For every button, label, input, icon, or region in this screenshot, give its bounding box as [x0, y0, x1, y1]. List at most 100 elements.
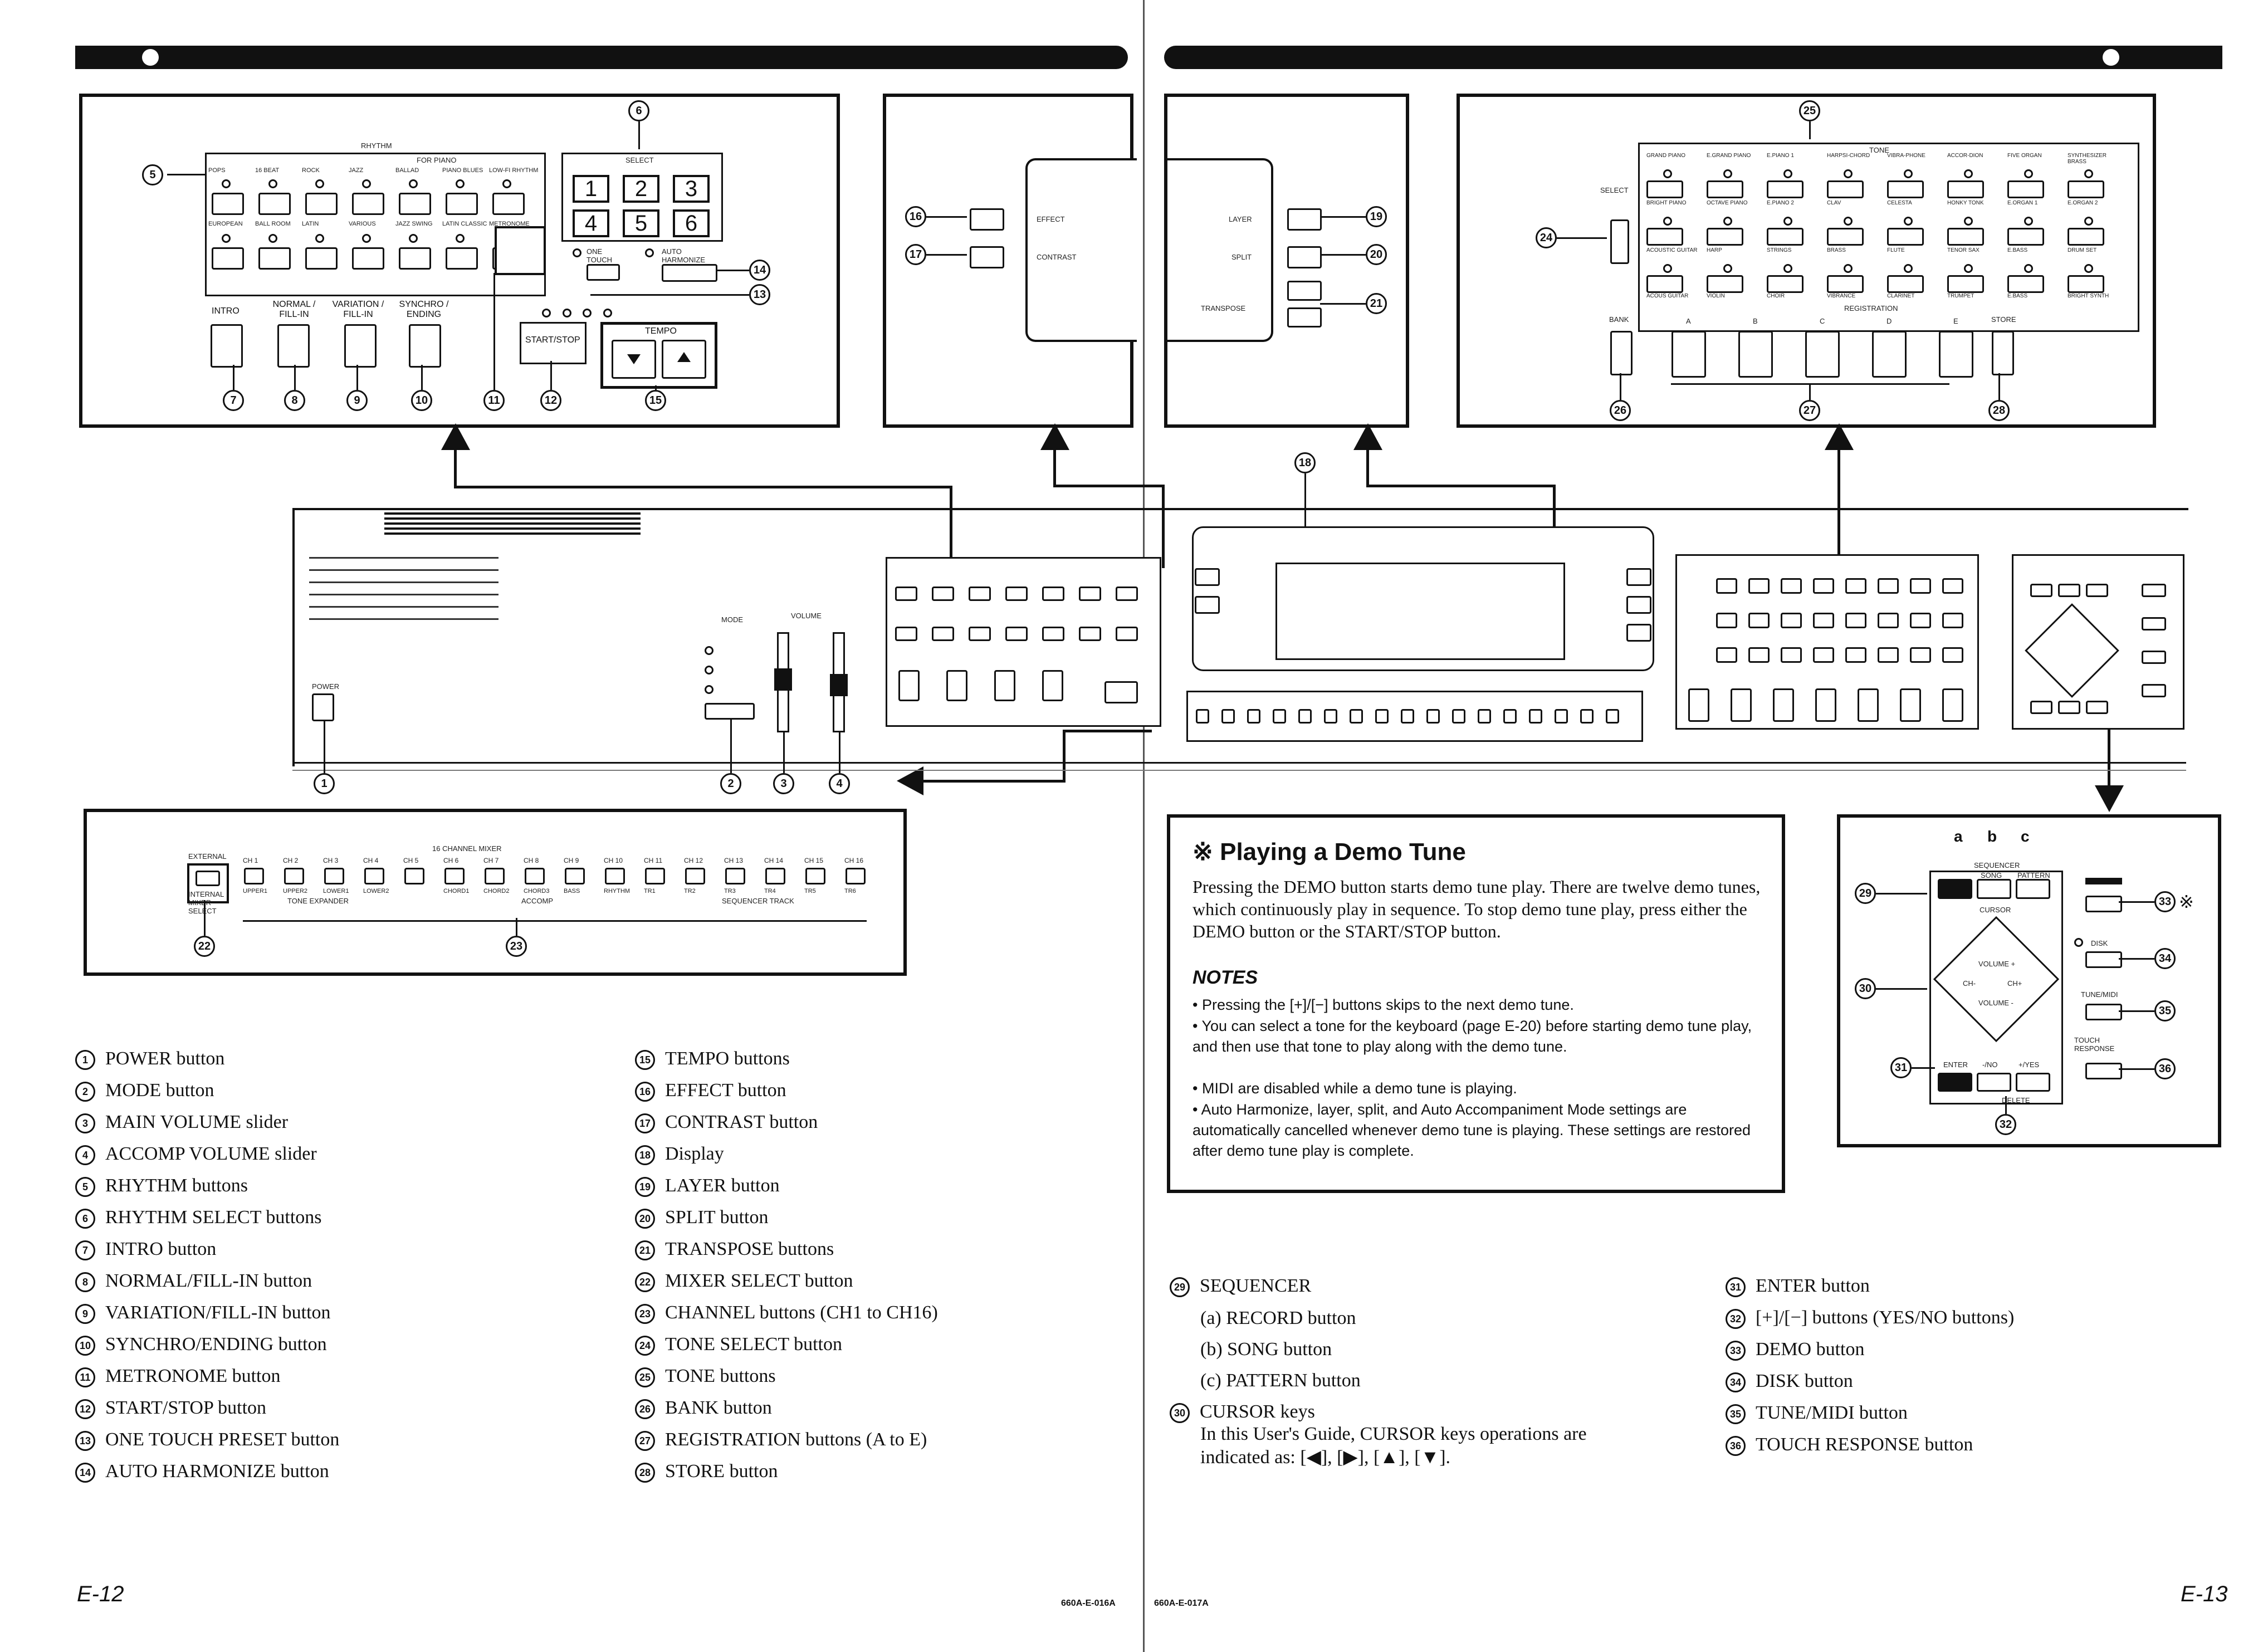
mini-reg-6[interactable] — [1942, 688, 1963, 722]
mini-channel-10[interactable] — [1452, 709, 1465, 724]
channel-button-12[interactable] — [725, 868, 745, 884]
mini-tone-1-5[interactable] — [1878, 613, 1899, 628]
mini-effect-button[interactable] — [1195, 568, 1220, 586]
mini-channel-7[interactable] — [1375, 709, 1389, 724]
mini-rhythm-btn-0-0[interactable] — [895, 586, 917, 601]
tone-button-r0-1[interactable] — [1707, 180, 1743, 198]
mini-channel-12[interactable] — [1503, 709, 1517, 724]
variation-fill-in-button[interactable] — [344, 324, 377, 368]
channel-button-8[interactable] — [565, 868, 585, 884]
channel-button-0[interactable] — [244, 868, 264, 884]
mini-tone-1-6[interactable] — [1910, 613, 1931, 628]
tone-button-r2-0[interactable] — [1646, 275, 1683, 293]
registration-button-0[interactable] — [1671, 331, 1706, 378]
mini-contrast-button[interactable] — [1195, 596, 1220, 614]
mini-rhythm-btn-0-1[interactable] — [932, 586, 954, 601]
mini-channel-4[interactable] — [1298, 709, 1312, 724]
mini-rhythm-btn-1-2[interactable] — [969, 627, 991, 641]
registration-button-4[interactable] — [1939, 331, 1973, 378]
mini-rhythm-btn-0-2[interactable] — [969, 586, 991, 601]
seq-song-button[interactable] — [1977, 879, 2011, 899]
mini-layer-button[interactable] — [1626, 568, 1651, 586]
channel-button-2[interactable] — [324, 868, 344, 884]
mini-yes[interactable] — [2086, 701, 2108, 714]
tone-button-r2-1[interactable] — [1707, 275, 1743, 293]
tone-button-r2-3[interactable] — [1827, 275, 1864, 293]
tone-button-r1-1[interactable] — [1707, 228, 1743, 246]
mini-seq-song[interactable] — [2058, 584, 2080, 597]
mini-reg-2[interactable] — [1773, 688, 1794, 722]
mini-rhythm-bottom-1[interactable] — [946, 670, 967, 701]
mini-channel-11[interactable] — [1478, 709, 1491, 724]
mini-rhythm-btn-0-3[interactable] — [1005, 586, 1028, 601]
mini-reg-0[interactable] — [1688, 688, 1709, 722]
mini-tone-2-1[interactable] — [1748, 647, 1770, 663]
tone-button-r0-3[interactable] — [1827, 180, 1864, 198]
channel-button-5[interactable] — [444, 868, 465, 884]
mini-channel-14[interactable] — [1555, 709, 1568, 724]
rhythm-button-r1-2[interactable] — [305, 193, 338, 215]
auto-harmonize-button[interactable] — [662, 264, 717, 282]
tone-button-r2-2[interactable] — [1767, 275, 1804, 293]
rhythm-button-r1-0[interactable] — [212, 193, 244, 215]
tone-button-r0-6[interactable] — [2007, 180, 2044, 198]
mini-touch[interactable] — [2142, 684, 2166, 697]
mini-rhythm-bottom-2[interactable] — [994, 670, 1015, 701]
mini-rhythm-bottom-0[interactable] — [898, 670, 920, 701]
channel-button-10[interactable] — [645, 868, 665, 884]
mini-split-button[interactable] — [1626, 596, 1651, 614]
channel-button-1[interactable] — [284, 868, 304, 884]
mini-cursor-pad[interactable] — [2025, 603, 2119, 698]
demo-button[interactable] — [2085, 896, 2122, 912]
mini-channel-0[interactable] — [1196, 709, 1209, 724]
mini-tone-0-5[interactable] — [1878, 578, 1899, 594]
mini-rhythm-btn-0-6[interactable] — [1116, 586, 1138, 601]
mini-channel-5[interactable] — [1324, 709, 1337, 724]
tone-button-r0-7[interactable] — [2068, 180, 2104, 198]
rhythm-button-r2-1[interactable] — [258, 247, 291, 270]
mini-rhythm-btn-1-1[interactable] — [932, 627, 954, 641]
channel-button-11[interactable] — [685, 868, 705, 884]
rhythm-button-r1-5[interactable] — [446, 193, 478, 215]
rhythm-button-r2-0[interactable] — [212, 247, 244, 270]
one-touch-preset-button[interactable] — [587, 264, 620, 281]
contrast-button[interactable] — [970, 246, 1004, 268]
mini-rhythm-bottom-3[interactable] — [1042, 670, 1063, 701]
mini-tone-0-6[interactable] — [1910, 578, 1931, 594]
seq-record-button[interactable] — [1938, 879, 1972, 899]
select-key-6[interactable]: 6 — [673, 209, 710, 237]
tune-midi-button[interactable] — [2085, 1004, 2122, 1020]
mini-channel-8[interactable] — [1401, 709, 1414, 724]
select-key-5[interactable]: 5 — [623, 209, 659, 237]
tone-button-r1-2[interactable] — [1767, 228, 1804, 246]
bank-button[interactable] — [1610, 331, 1633, 375]
transpose-up-button[interactable] — [1287, 281, 1322, 301]
channel-button-14[interactable] — [805, 868, 825, 884]
mini-reg-5[interactable] — [1900, 688, 1921, 722]
mini-tone-2-3[interactable] — [1813, 647, 1834, 663]
registration-button-2[interactable] — [1805, 331, 1840, 378]
mini-reg-1[interactable] — [1731, 688, 1752, 722]
split-button[interactable] — [1287, 246, 1322, 268]
mini-tone-1-4[interactable] — [1845, 613, 1866, 628]
mini-tone-2-0[interactable] — [1716, 647, 1737, 663]
mini-rhythm-btn-1-0[interactable] — [895, 627, 917, 641]
mini-tone-0-3[interactable] — [1813, 578, 1834, 594]
mini-transpose-button[interactable] — [1626, 624, 1651, 642]
registration-button-3[interactable] — [1872, 331, 1907, 378]
tone-button-r1-0[interactable] — [1646, 228, 1683, 246]
tone-button-r2-4[interactable] — [1887, 275, 1924, 293]
mini-demo[interactable] — [2142, 584, 2166, 597]
mini-rhythm-btn-1-5[interactable] — [1079, 627, 1101, 641]
rhythm-button-r1-4[interactable] — [399, 193, 431, 215]
transpose-down-button[interactable] — [1287, 307, 1322, 328]
mini-channel-9[interactable] — [1426, 709, 1440, 724]
tone-button-r2-7[interactable] — [2068, 275, 2104, 293]
intro-button[interactable] — [211, 324, 243, 368]
channel-button-6[interactable] — [485, 868, 505, 884]
mini-channel-15[interactable] — [1580, 709, 1594, 724]
store-button[interactable] — [1992, 331, 2014, 375]
mini-tone-2-7[interactable] — [1942, 647, 1963, 663]
mini-enter[interactable] — [2030, 701, 2052, 714]
mini-channel-6[interactable] — [1350, 709, 1363, 724]
